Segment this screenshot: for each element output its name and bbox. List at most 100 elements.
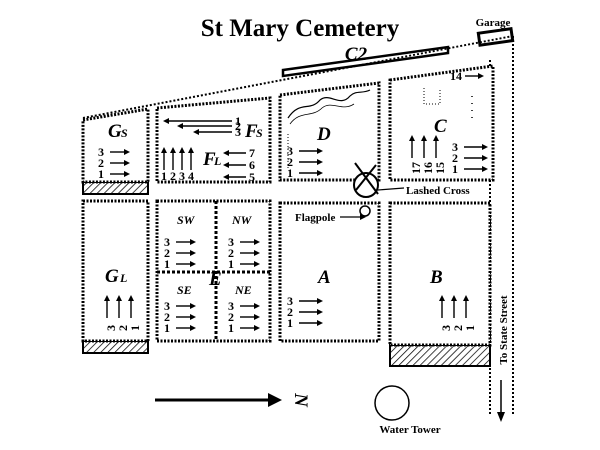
flagpole-label: Flagpole <box>295 212 335 224</box>
d-scribble <box>287 89 371 119</box>
state-street-label: To State Street <box>498 295 510 364</box>
gs-label: G <box>108 121 122 142</box>
fl-row-label: 1 <box>161 169 167 183</box>
hatch-gl <box>82 340 149 354</box>
e-label: E <box>208 269 222 290</box>
garage: Garage <box>476 17 515 47</box>
gl-row-3: 3 <box>104 295 118 331</box>
a-row-2: 2 <box>287 305 323 319</box>
c-right-row-label: 2 <box>452 151 458 165</box>
c-right-row-2: 2 <box>452 151 488 165</box>
fl-row-label: 3 <box>179 169 185 183</box>
map-title: St Mary Cemetery <box>201 15 400 42</box>
gl-row-1: 1 <box>128 295 142 331</box>
a-row-1: 1 <box>287 316 323 330</box>
c-vertical-row-label: 16 <box>421 162 435 174</box>
ne-row-1: 1 <box>228 321 260 335</box>
gs-row-3: 3 <box>98 145 130 159</box>
sw-row-2: 2 <box>164 246 196 260</box>
gs-row-2: 2 <box>98 156 130 170</box>
sw-row-1: 1 <box>164 257 196 271</box>
fs-sub: S <box>256 126 263 140</box>
gs-row-label: 1 <box>98 167 104 181</box>
fs-right-row-5: 5 <box>223 170 255 184</box>
d-label: D <box>316 124 331 145</box>
sw-row-label: 1 <box>164 257 170 271</box>
water-tower: Water Tower <box>374 385 441 436</box>
fs-row-1: 1 <box>163 114 241 128</box>
ne-row-2: 2 <box>228 310 260 324</box>
d-row-2: 2 <box>287 155 323 169</box>
d-row-label: 1 <box>287 166 293 180</box>
fl-row-label: 4 <box>188 169 194 183</box>
c-row-14: 14 <box>450 69 484 83</box>
sw-row-label: 2 <box>164 246 170 260</box>
c-right-row-label: 3 <box>452 140 458 154</box>
block-gl: G L <box>81 199 150 343</box>
b-row-2: 2 <box>451 295 465 331</box>
fl-row-2: 2 <box>170 147 176 183</box>
a-row-label: 1 <box>287 316 293 330</box>
fs-row-3: 3 <box>193 125 241 139</box>
ne-label: NE <box>234 283 252 297</box>
b-row-label: 2 <box>451 325 465 331</box>
gs-row-label: 2 <box>98 156 104 170</box>
fl-sub: L <box>213 154 221 168</box>
c-vertical-row-label: 15 <box>433 162 447 174</box>
north-symbol: N <box>290 392 311 408</box>
d-row-1: 1 <box>287 166 323 180</box>
fs-row-label: 1 <box>235 114 241 128</box>
sw-label: SW <box>177 213 196 227</box>
fs-right-row-label: 5 <box>249 170 255 184</box>
fl-row-4: 4 <box>188 147 194 183</box>
fs-row-label: 3 <box>235 125 241 139</box>
block-c: C <box>388 64 495 182</box>
c-vertical-row-label: 17 <box>409 162 423 174</box>
gl-row-2: 2 <box>116 295 130 331</box>
gl-sub: L <box>119 271 127 285</box>
hatch-gs <box>82 181 149 195</box>
fl-label: F <box>202 149 216 170</box>
fs-right-row-7: 7 <box>223 146 255 160</box>
fl-row-label: 2 <box>170 169 176 183</box>
lashed-cross-label: Lashed Cross <box>406 185 470 197</box>
se-row-label: 1 <box>164 321 170 335</box>
a-label: A <box>317 267 331 288</box>
se-row-label: 2 <box>164 310 170 324</box>
d-row-3: 3 <box>287 144 323 158</box>
flagpole: Flagpole <box>295 205 371 224</box>
fl-row-1: 1 <box>161 147 167 183</box>
b-row-label: 1 <box>463 325 477 331</box>
fl-row-3: 3 <box>179 147 185 183</box>
c-vertical-row-15: 15 <box>433 135 447 174</box>
fs-label: F <box>244 121 258 142</box>
lashed-cross: Lashed Cross <box>353 162 470 198</box>
block-d: D <box>278 81 381 182</box>
gs-row-1: 1 <box>98 167 130 181</box>
gl-row-label: 1 <box>128 325 142 331</box>
a-row-3: 3 <box>287 294 323 308</box>
d-row-label: 2 <box>287 155 293 169</box>
gl-label: G <box>105 266 119 287</box>
c-vertical-row-16: 16 <box>421 135 435 174</box>
gl-row-label: 2 <box>116 325 130 331</box>
fs-row-2: 2 <box>177 119 241 133</box>
sw-row-3: 3 <box>164 235 196 249</box>
a-row-label: 3 <box>287 294 293 308</box>
block-b: B <box>388 201 492 347</box>
c-right-row-1: 1 <box>452 162 488 176</box>
se-row-label: 3 <box>164 299 170 313</box>
nw-row-label: 1 <box>228 257 234 271</box>
b-row-label: 3 <box>439 325 453 331</box>
se-label: SE <box>177 283 192 297</box>
water-tower-label: Water Tower <box>379 424 440 436</box>
ne-row-label: 3 <box>228 299 234 313</box>
nw-row-label: 2 <box>228 246 234 260</box>
hatched-strips <box>82 181 491 367</box>
garage-label: Garage <box>476 17 511 29</box>
sw-row-label: 3 <box>164 235 170 249</box>
ne-row-3: 3 <box>228 299 260 313</box>
a-row-label: 2 <box>287 305 293 319</box>
nw-row-2: 2 <box>228 246 260 260</box>
nw-row-3: 3 <box>228 235 260 249</box>
